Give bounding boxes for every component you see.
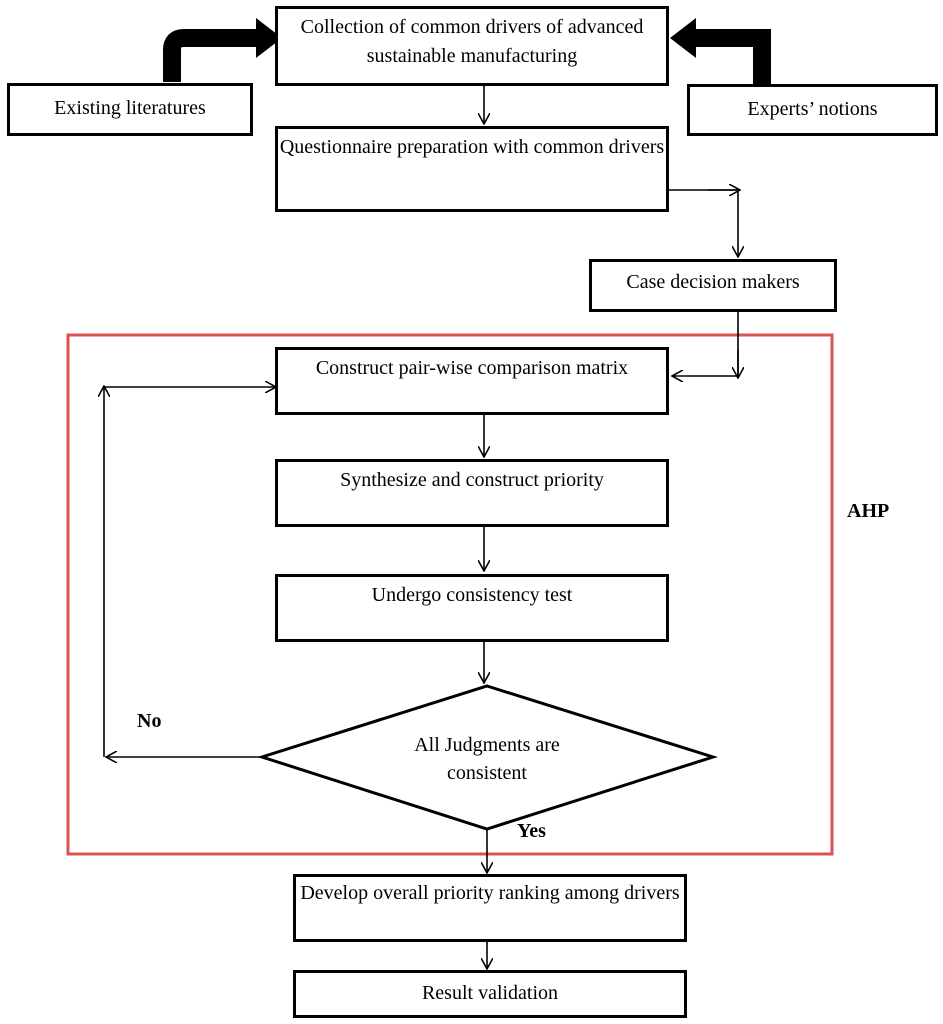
overall-ranking-text: Develop overall priority ranking among d… xyxy=(300,882,680,904)
construct-matrix-box: Construct pair-wise comparison matrix xyxy=(275,347,669,415)
validation-box: Result validation xyxy=(293,970,687,1018)
literatures-text: Existing literatures xyxy=(54,97,206,119)
literatures-thick-arrow xyxy=(163,18,282,82)
validation-text: Result validation xyxy=(421,982,559,1004)
collection-box: Collection of common drivers of advanced… xyxy=(275,6,669,86)
case-decision-text: Case decision makers xyxy=(626,271,800,293)
experts-text: Experts’ notions xyxy=(747,98,878,120)
overall-ranking-box: Develop overall priority ranking among d… xyxy=(293,874,687,942)
synthesize-text: Synthesize and construct priority xyxy=(340,469,604,491)
yes-label: Yes xyxy=(517,820,546,842)
questionnaire-text: Questionnaire preparation with common dr… xyxy=(279,136,665,158)
literatures-box: Existing literatures xyxy=(7,83,253,136)
arrow-questionnaire-to-case xyxy=(668,189,738,257)
judgments-diamond xyxy=(257,684,718,831)
ahp-label: AHP xyxy=(847,500,890,522)
experts-thick-arrow xyxy=(670,18,771,84)
construct-matrix-text: Construct pair-wise comparison matrix xyxy=(315,357,629,379)
experts-box: Experts’ notions xyxy=(687,84,938,136)
questionnaire-box: Questionnaire preparation with common dr… xyxy=(275,126,669,212)
judgments-text: All Judgments are consistent xyxy=(414,734,560,784)
no-label: No xyxy=(137,710,162,732)
collection-text: Collection of common drivers of advanced… xyxy=(300,16,644,67)
ahp-group-box xyxy=(66,333,834,856)
case-decision-box: Case decision makers xyxy=(589,259,837,312)
consistency-test-box: Undergo consistency test xyxy=(275,574,669,642)
synthesize-box: Synthesize and construct priority xyxy=(275,459,669,527)
consistency-test-text: Undergo consistency test xyxy=(371,584,573,606)
arrow-case-to-matrix xyxy=(672,312,739,376)
